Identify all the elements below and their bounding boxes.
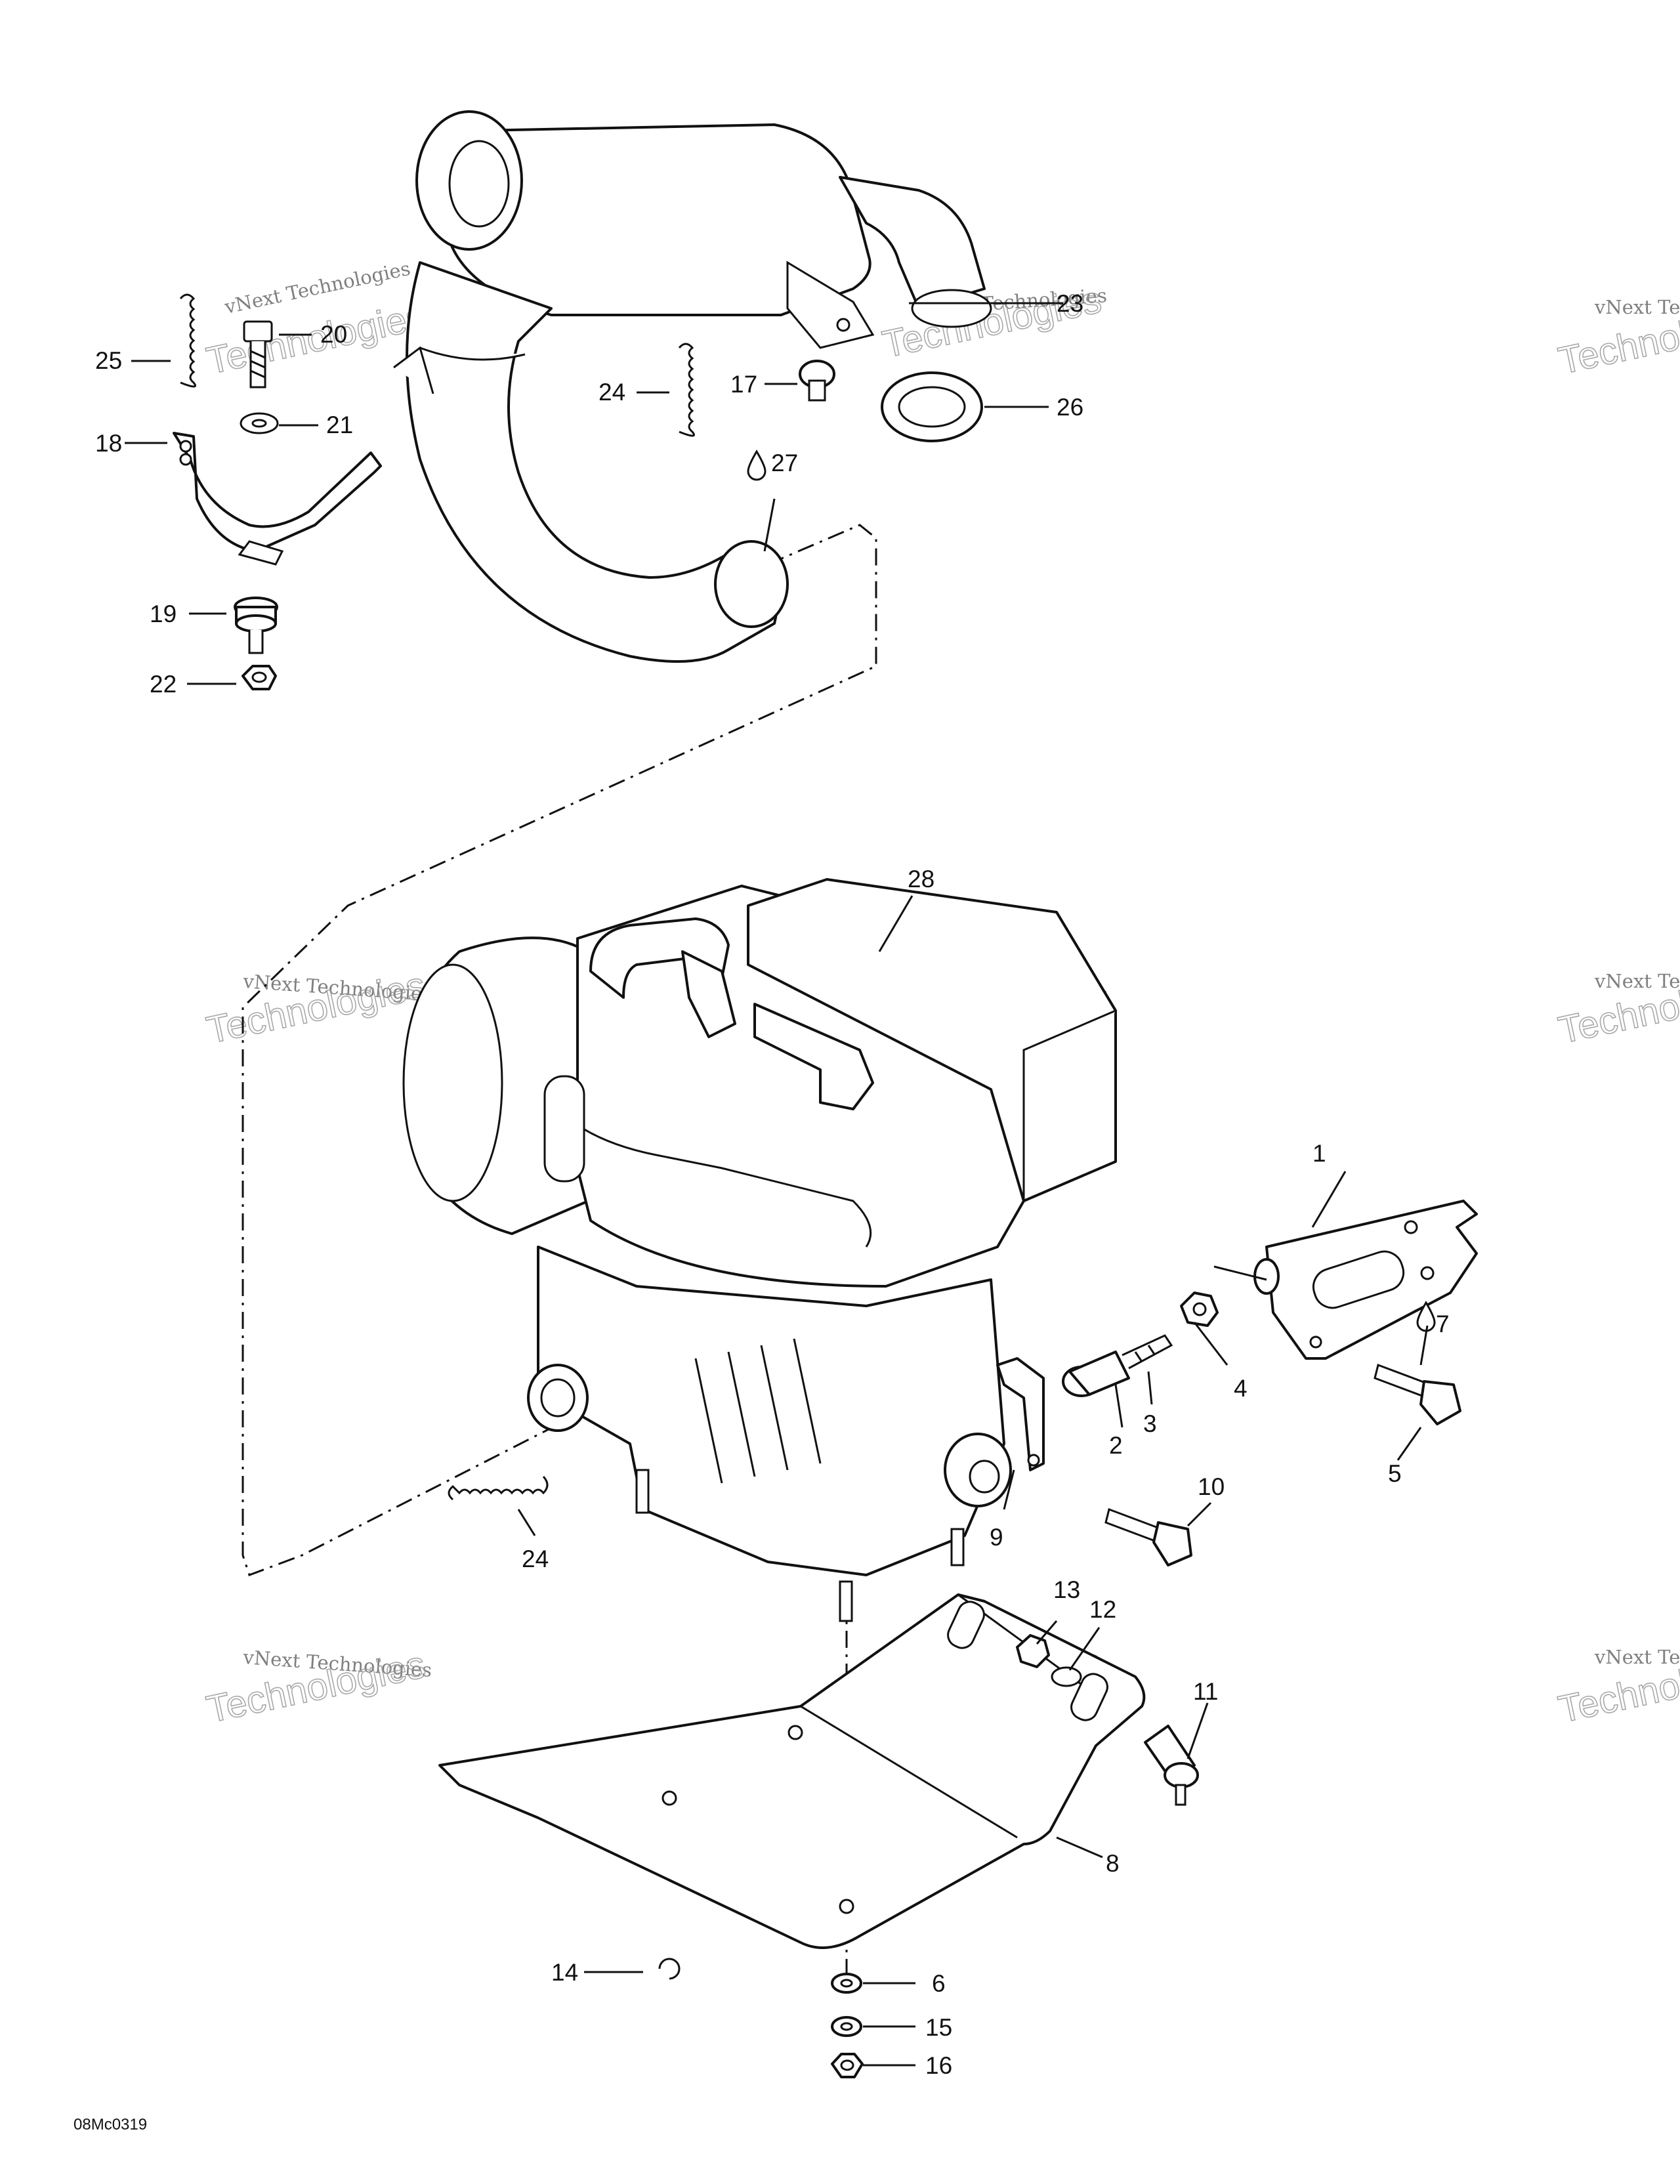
callout-17: 17: [730, 371, 757, 398]
callout-25: 25: [95, 347, 122, 374]
callout-12: 12: [1089, 1596, 1116, 1623]
stud: [950, 1528, 965, 1566]
callout-5: 5: [1388, 1460, 1402, 1487]
callout-24-top: 24: [598, 379, 625, 406]
spacer-2-bolt-3: [1062, 1334, 1173, 1397]
leader-lines: [125, 302, 1429, 2067]
muffler-assembly: [393, 110, 992, 663]
hose-fitting: [681, 950, 736, 1038]
shroud-slot: [543, 1075, 585, 1183]
strap-18: [173, 432, 382, 566]
muffler-outlet: [448, 140, 510, 228]
callout-7: 7: [1436, 1311, 1450, 1337]
callout-10: 10: [1198, 1473, 1225, 1500]
callout-3: 3: [1143, 1410, 1157, 1437]
callout-24-bottom: 24: [522, 1545, 549, 1572]
nut-4: [1180, 1292, 1219, 1327]
watermark-top-left: vNext Technologies Technologies: [202, 257, 429, 383]
watermark-text: vNext Technologies: [1594, 296, 1680, 318]
callout-22: 22: [150, 671, 177, 698]
bolt-10: [1104, 1508, 1192, 1566]
callout-6: 6: [932, 1970, 946, 1997]
callout-15: 15: [925, 2014, 952, 2041]
sealant-27-icon: [747, 450, 766, 481]
callout-11: 11: [1193, 1678, 1218, 1705]
callout-16: 16: [925, 2052, 952, 2079]
clip-14: [658, 1958, 681, 1980]
assembly-outline: [242, 524, 877, 1576]
hose-connector: [753, 1003, 874, 1110]
bracket-9: [996, 1357, 1045, 1471]
stud: [635, 1469, 650, 1514]
watermark-bottom-left: vNext Technologies Technologies: [202, 1643, 432, 1732]
watermark-mid-right: vNext Technologies Technologies: [1554, 963, 1680, 1053]
callout-19: 19: [150, 600, 177, 627]
pipe-flange: [714, 540, 789, 628]
crankcase: [537, 1246, 1005, 1576]
pto-shaft: [969, 1460, 1000, 1494]
lockwasher-15: [831, 2016, 862, 2037]
callout-28: 28: [908, 866, 934, 892]
spring-24-bottom: [448, 1475, 549, 1501]
callout-26: 26: [1057, 394, 1083, 421]
nut-13: [1016, 1634, 1050, 1668]
callout-14: 14: [551, 1959, 578, 1986]
callout-1: 1: [1312, 1140, 1326, 1167]
bracket-hole: [836, 318, 850, 332]
coolant-port-inner: [540, 1378, 576, 1418]
watermark-text: vNext Technologies: [1594, 970, 1680, 992]
callout-13: 13: [1053, 1576, 1080, 1603]
washer-12: [1051, 1666, 1082, 1687]
clamp-bracket: [393, 346, 434, 394]
sensor-11: [1144, 1725, 1199, 1806]
gasket-26: [881, 371, 983, 442]
spring-25: [179, 293, 196, 388]
callout-9: 9: [990, 1524, 1003, 1551]
drawing-reference-code: 08Mc0319: [74, 2116, 147, 2133]
pipe-clamp: [419, 346, 526, 361]
bolt-20: [243, 320, 273, 388]
callout-27: 27: [771, 450, 798, 476]
watermark-mid-left: vNext Technologies Technologies: [202, 963, 432, 1053]
bolt-5: [1374, 1364, 1461, 1425]
spring-24-top: [678, 343, 695, 437]
watermark-top-right: vNext Technologies Technologies: [1554, 294, 1680, 383]
callout-labels: 1 2 3 4 5 6 7 8 9 10 11 12 13 14 15 16 1…: [95, 290, 1450, 2079]
muffler-bracket: [786, 261, 875, 349]
callout-20: 20: [320, 321, 347, 348]
fan-face: [402, 963, 503, 1202]
watermark-text: vNext Technologies: [1594, 1646, 1680, 1668]
duct-edge: [1022, 1009, 1116, 1201]
washer-21: [240, 412, 279, 434]
callout-8: 8: [1106, 1850, 1120, 1877]
watermark-bottom-right: vNext Technologies Technologies: [1554, 1643, 1680, 1732]
nut-16: [831, 2053, 864, 2078]
stud: [839, 1580, 853, 1622]
muffler-outlet-pipe: [839, 176, 986, 310]
rubber-mount-19: [234, 597, 278, 654]
outlet-sleeve: [911, 289, 992, 328]
callout-4: 4: [1234, 1375, 1248, 1402]
nut-22: [242, 665, 277, 690]
callout-18: 18: [95, 430, 122, 457]
engine-assembly: [402, 878, 1117, 1622]
callout-23: 23: [1057, 290, 1083, 317]
plug-17: [799, 360, 835, 402]
crankcase-fins: [694, 1338, 822, 1484]
callout-21: 21: [326, 411, 353, 438]
washer-6: [831, 1973, 862, 1994]
callout-2: 2: [1109, 1432, 1123, 1459]
engine-bracket-1: [1253, 1200, 1478, 1360]
